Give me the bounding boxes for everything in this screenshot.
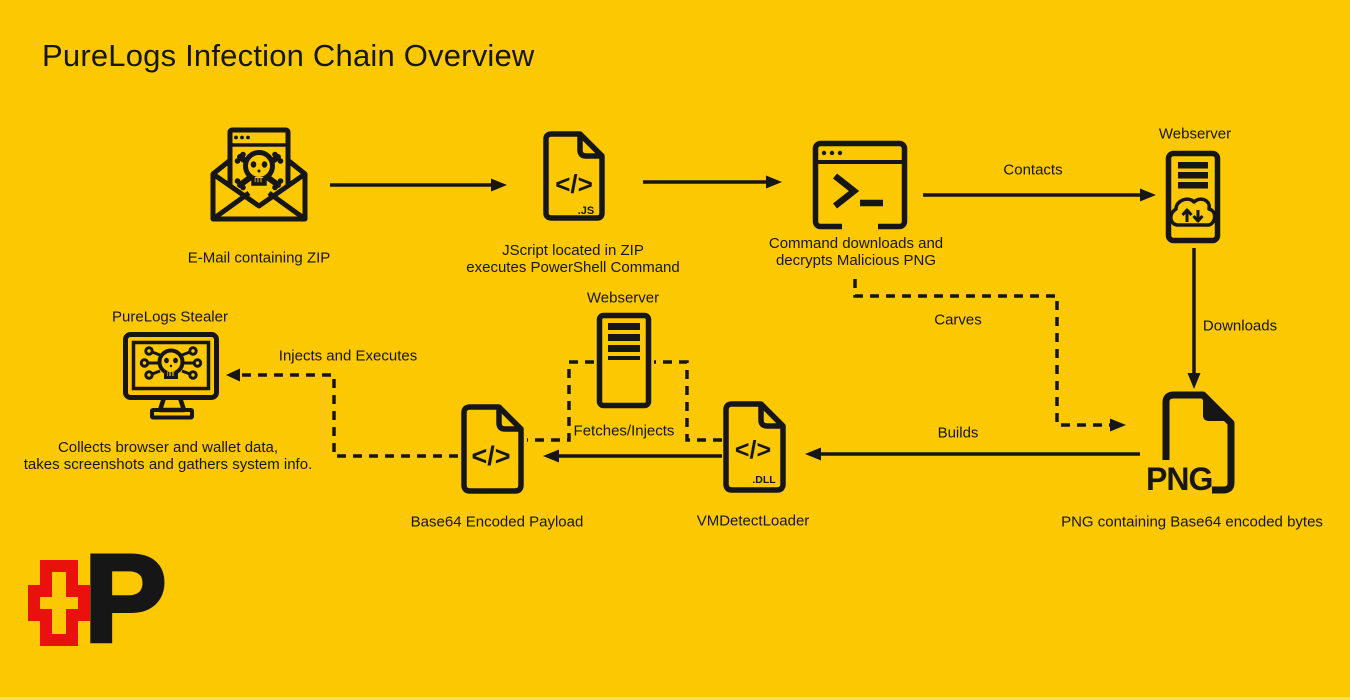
png-file-text: PNG: [1146, 461, 1212, 497]
page-title: PureLogs Infection Chain Overview: [42, 38, 535, 73]
red-cross-icon: [28, 560, 90, 646]
edge-label-contacts: Contacts: [1003, 161, 1063, 179]
server-icon: [595, 311, 653, 410]
code-glyph: </>: [555, 169, 593, 199]
code-glyph: </>: [735, 436, 771, 464]
dll-file-icon: </> .DLL: [718, 400, 790, 495]
terminal-label: Command downloads and decrypts Malicious…: [768, 235, 944, 269]
email-label: E-Mail containing ZIP: [187, 249, 331, 267]
swiss-post-logo: [26, 554, 96, 652]
edge-label-downloads: Downloads: [1202, 317, 1278, 335]
bottom-edge-strip: [0, 697, 1350, 700]
stealer-label: PureLogs Stealer: [112, 308, 228, 326]
edge-label-injects-executes: Injects and Executes: [278, 347, 418, 365]
server-cloud-icon: [1164, 149, 1222, 245]
stealer-description: Collects browser and wallet data, takes …: [23, 439, 313, 473]
code-file-icon: </>: [457, 403, 527, 496]
file-ext: .DLL: [752, 474, 776, 486]
terminal-window-icon: [811, 139, 909, 231]
png-label: PNG containing Base64 encoded bytes: [1061, 513, 1323, 531]
logo-letter-p: P: [82, 530, 169, 668]
envelope-skull-icon: [203, 122, 315, 228]
edge-label-carves: Carves: [934, 311, 982, 329]
base64-label: Base64 Encoded Payload: [410, 513, 584, 531]
vmdetect-label: VMDetectLoader: [696, 512, 810, 530]
edge-label-fetches-injects: Fetches/Injects: [573, 422, 675, 440]
code-glyph: </>: [471, 441, 510, 471]
webserver-mid-label: Webserver: [586, 289, 660, 307]
png-file-icon: PNG: [1144, 390, 1240, 498]
edge-label-builds: Builds: [937, 424, 979, 442]
webserver-top-label: Webserver: [1158, 125, 1232, 143]
monitor-skull-icon: [121, 330, 221, 424]
jscript-label: JScript located in ZIP executes PowerShe…: [466, 242, 680, 276]
js-file-icon: </> .JS: [539, 130, 609, 222]
file-ext: .JS: [578, 205, 595, 217]
arrowheads: [226, 175, 1201, 463]
